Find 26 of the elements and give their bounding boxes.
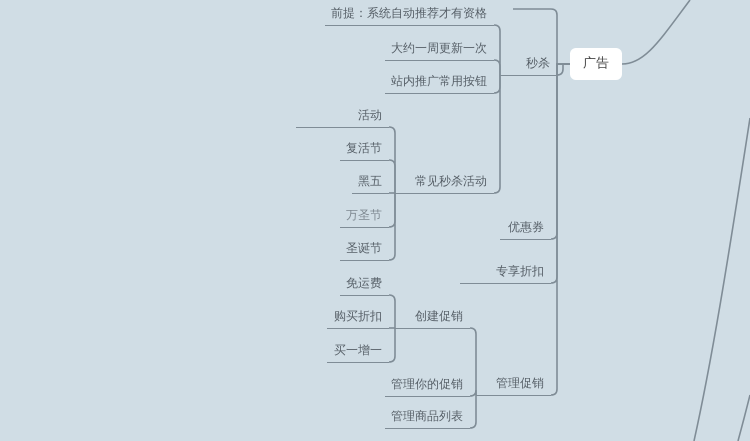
branch-topic: 秒杀: [500, 52, 557, 76]
branch-topic: 站内推广常用按钮: [385, 70, 494, 94]
branch-topic: 专享折扣: [460, 260, 551, 284]
branch-topic: 活动: [296, 104, 389, 128]
branch-topic: 管理商品列表: [385, 405, 470, 429]
branch-connector: [388, 159, 396, 193]
branch-connector: [470, 389, 477, 397]
branch-topic: 创建促销: [395, 305, 470, 329]
branch-connector: [622, 0, 691, 65]
branch-topic: 管理促销: [476, 372, 551, 396]
branch-topic: 买一增一: [327, 339, 389, 363]
branch-topic: 大约一周更新一次: [385, 37, 494, 61]
branch-topic: 常见秒杀活动: [395, 170, 494, 194]
branch-topic: 前提：系统自动推荐才有资格: [325, 2, 494, 26]
branch-topic: 圣诞节: [340, 237, 389, 261]
branch-topic: 黑五: [352, 170, 389, 194]
branch-topic: 复活节: [340, 137, 389, 161]
topic-box: 广告: [570, 48, 622, 80]
branch-connector: [389, 192, 395, 194]
branch-connector: [389, 327, 395, 329]
branch-topic: 万圣节: [340, 204, 389, 228]
branch-connector: [494, 59, 501, 75]
branch-topic: 购买折扣: [327, 305, 389, 329]
branch-topic: 管理你的促销: [385, 373, 470, 397]
branch-topic: 优惠券: [500, 216, 551, 240]
branch-topic: 免运费: [340, 272, 389, 296]
